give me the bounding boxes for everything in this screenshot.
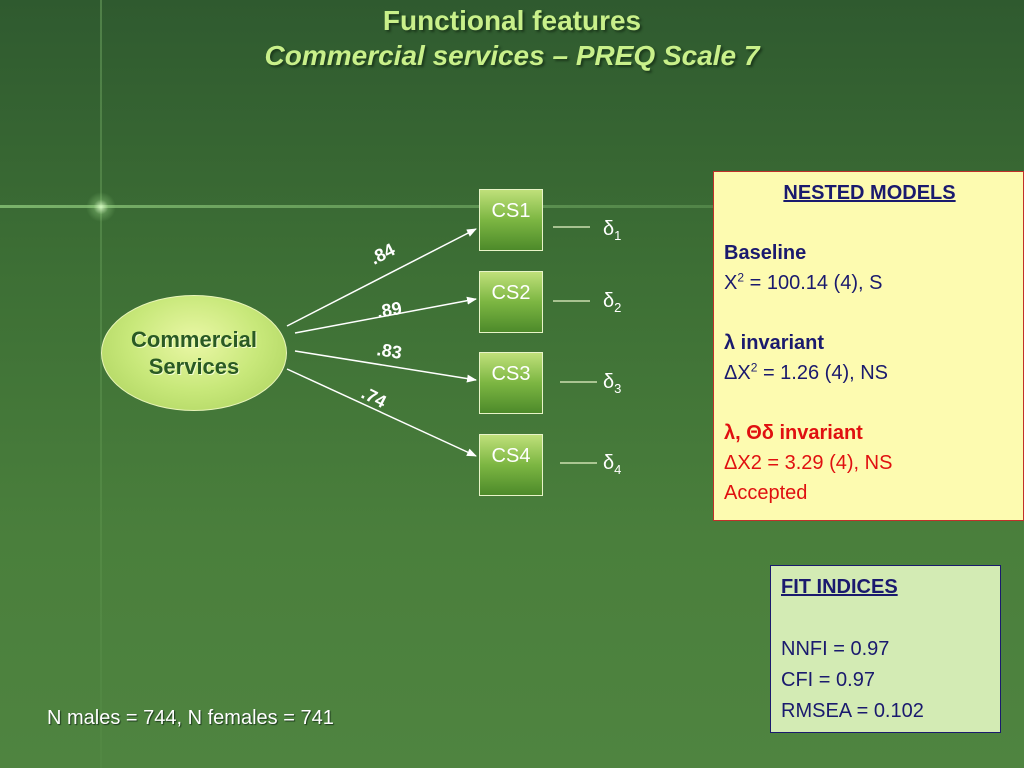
baseline-chi-square: X2 = 100.14 (4), S xyxy=(724,268,1015,298)
lambda-chi-value: = 1.26 (4), NS xyxy=(757,362,889,384)
lambda-title-text: invariant xyxy=(735,332,825,354)
rmsea-value: RMSEA = 0.102 xyxy=(781,700,924,722)
loading-cs2: .89 xyxy=(375,298,403,322)
lambda-chi-symbol: ΔX xyxy=(724,362,751,384)
lambda-symbol: λ xyxy=(724,332,736,354)
path-arrow-cs4 xyxy=(286,368,477,457)
error-subscript-2: 2 xyxy=(614,300,622,315)
indicator-box-cs4: CS4 xyxy=(479,434,543,496)
theta-title-text: , Θδ invariant xyxy=(735,422,863,444)
title-line-2: Commercial services – PREQ Scale 7 xyxy=(264,40,760,71)
error-symbol-1: δ xyxy=(603,218,615,240)
lambda-symbol-2: λ xyxy=(724,422,736,444)
lambda-theta-invariant-title: λ, Θδ invariant xyxy=(724,418,1015,448)
theta-chi-square: ΔX2 = 3.29 (4), NS xyxy=(724,452,893,474)
baseline-chi-symbol: X xyxy=(724,272,738,294)
error-term-1: δ1 xyxy=(603,218,621,243)
lambda-invariant-title: λ invariant xyxy=(724,328,1015,358)
indicator-label-cs2: CS2 xyxy=(491,282,531,304)
sample-size-footer: N males = 744, N females = 741 xyxy=(47,707,334,729)
indicator-box-cs3: CS3 xyxy=(479,352,543,414)
lambda-chi-square: ΔX2 = 1.26 (4), NS xyxy=(724,358,1015,388)
indicator-label-cs4: CS4 xyxy=(491,445,531,467)
latent-label-line-2: Services xyxy=(148,354,240,379)
indicator-box-cs1: CS1 xyxy=(479,189,543,251)
latent-label-line-1: Commercial xyxy=(131,327,257,352)
path-arrow-cs3 xyxy=(294,350,477,383)
error-symbol-3: δ xyxy=(603,371,615,393)
fit-indices-heading: FIT INDICES xyxy=(781,576,898,598)
baseline-chi-superscript: 2 xyxy=(737,270,745,285)
error-subscript-1: 1 xyxy=(614,228,622,243)
indicator-label-cs1: CS1 xyxy=(491,200,531,222)
error-subscript-4: 4 xyxy=(614,462,622,477)
error-symbol-2: δ xyxy=(603,290,615,312)
lambda-chi-superscript: 2 xyxy=(750,360,758,375)
loading-cs4: .74 xyxy=(358,383,389,412)
latent-factor-ellipse: Commercial Services xyxy=(101,295,287,411)
nested-models-box: NESTED MODELS Baseline X2 = 100.14 (4), … xyxy=(713,171,1024,521)
fit-indices-box: FIT INDICES NNFI = 0.97 CFI = 0.97 RMSEA… xyxy=(770,565,1001,733)
path-arrow-cs1 xyxy=(286,228,477,327)
path-arrow-cs2 xyxy=(294,296,477,334)
background-glow xyxy=(86,192,116,222)
nested-models-heading: NESTED MODELS xyxy=(783,182,956,204)
background-vertical-line xyxy=(100,0,102,768)
slide-title: Functional features Commercial services … xyxy=(0,4,1024,74)
error-subscript-3: 3 xyxy=(614,381,622,396)
error-term-2: δ2 xyxy=(603,290,621,315)
loading-cs1: .84 xyxy=(367,239,398,268)
error-symbol-4: δ xyxy=(603,452,615,474)
baseline-chi-value: = 100.14 (4), S xyxy=(744,272,883,294)
baseline-title: Baseline xyxy=(724,242,807,264)
cfi-value: CFI = 0.97 xyxy=(781,669,875,691)
indicator-box-cs2: CS2 xyxy=(479,271,543,333)
accepted-label: Accepted xyxy=(724,482,808,504)
error-term-4: δ4 xyxy=(603,452,621,477)
indicator-label-cs3: CS3 xyxy=(491,363,531,385)
loading-cs3: .83 xyxy=(375,339,403,363)
error-term-3: δ3 xyxy=(603,371,621,396)
title-line-1: Functional features xyxy=(382,5,642,36)
nnfi-value: NNFI = 0.97 xyxy=(781,638,890,660)
